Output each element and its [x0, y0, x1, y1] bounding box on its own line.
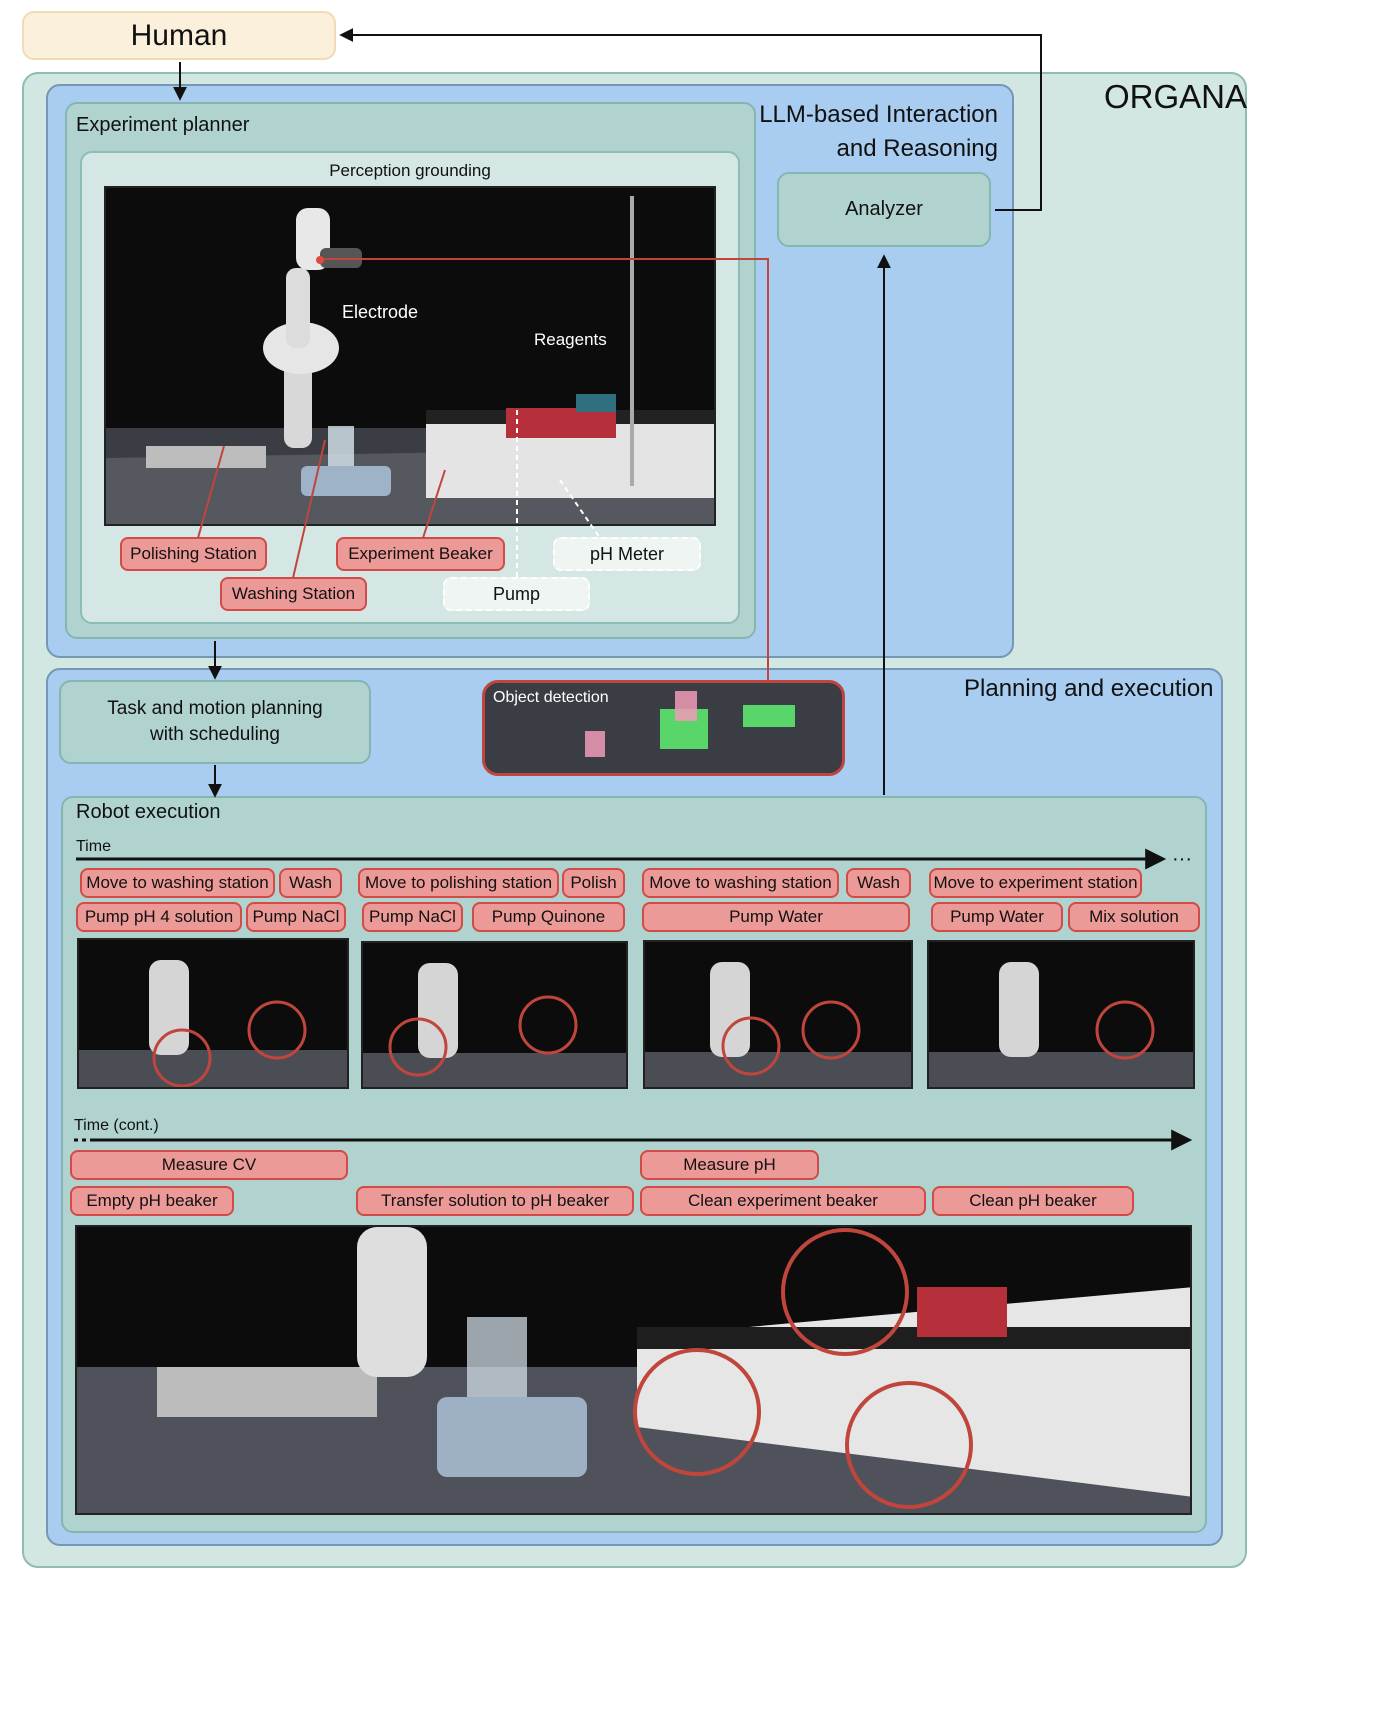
step-pump-nacl-1: Pump NaCl [246, 902, 346, 932]
robot-execution-title: Robot execution [76, 801, 221, 823]
ph-meter-tag: pH Meter [553, 537, 701, 571]
human-box: Human [22, 11, 336, 60]
analyzer-box: Analyzer [777, 172, 991, 247]
task-motion-line2: with scheduling [150, 724, 280, 745]
step-pump-water-1: Pump Water [642, 902, 910, 932]
task-motion-planning-box: Task and motion planning with scheduling [59, 680, 371, 764]
execution-photo-3-illustration [645, 962, 911, 1087]
time-cont-label: Time (cont.) [74, 1117, 159, 1134]
step-move-polishing: Move to polishing station [358, 868, 559, 898]
llm-title-line1: LLM-based Interaction [759, 101, 998, 128]
task-motion-line1: Task and motion planning [107, 698, 323, 719]
lab-setup-illustration [106, 196, 714, 524]
polishing-station-tag: Polishing Station [120, 537, 267, 571]
step-empty-ph-beaker: Empty pH beaker [70, 1186, 234, 1216]
step-polish: Polish [562, 868, 625, 898]
lab-setup-photo: Electrode Reagents [104, 186, 716, 526]
llm-interaction-title: LLM-based Interaction and Reasoning [750, 98, 998, 166]
step-pump-nacl-2: Pump NaCl [362, 902, 463, 932]
step-clean-ph-beaker: Clean pH beaker [932, 1186, 1134, 1216]
organa-title: ORGANA [1104, 78, 1248, 115]
planning-execution-title: Planning and execution [964, 675, 1214, 702]
object-detection-illustration [585, 691, 795, 757]
execution-photo-4-illustration [929, 962, 1193, 1087]
step-measure-ph: Measure pH [640, 1150, 819, 1180]
pump-tag: Pump [443, 577, 590, 611]
execution-photo-1 [77, 938, 349, 1089]
step-measure-cv: Measure CV [70, 1150, 348, 1180]
execution-photo-large-illustration [77, 1227, 1190, 1513]
perception-grounding-title: Perception grounding [329, 161, 491, 180]
execution-photo-1-illustration [79, 960, 347, 1087]
step-move-washing-2: Move to washing station [642, 868, 839, 898]
llm-title-line2: and Reasoning [836, 135, 998, 162]
execution-photo-large [75, 1225, 1192, 1515]
execution-photo-2-illustration [363, 963, 626, 1087]
time-label: Time [76, 838, 111, 855]
experiment-planner-title: Experiment planner [76, 114, 250, 136]
step-pump-quinone: Pump Quinone [472, 902, 625, 932]
washing-station-tag: Washing Station [220, 577, 367, 611]
step-transfer-solution: Transfer solution to pH beaker [356, 1186, 634, 1216]
object-detection-panel: Object detection [482, 680, 845, 776]
experiment-beaker-tag: Experiment Beaker [336, 537, 505, 571]
execution-photo-3 [643, 940, 913, 1089]
step-move-washing-1: Move to washing station [80, 868, 275, 898]
step-pump-ph4: Pump pH 4 solution [76, 902, 242, 932]
step-pump-water-2: Pump Water [931, 902, 1063, 932]
time-ellipsis: ··· [1172, 848, 1192, 870]
execution-photo-4 [927, 940, 1195, 1089]
step-wash-2: Wash [846, 868, 911, 898]
step-move-experiment: Move to experiment station [929, 868, 1142, 898]
execution-photo-2 [361, 941, 628, 1089]
electrode-photo-label: Electrode [342, 302, 419, 322]
step-mix-solution: Mix solution [1068, 902, 1200, 932]
reagents-photo-label: Reagents [534, 330, 607, 349]
step-clean-experiment-beaker: Clean experiment beaker [640, 1186, 926, 1216]
step-wash-1: Wash [279, 868, 342, 898]
object-detection-title: Object detection [493, 689, 609, 706]
